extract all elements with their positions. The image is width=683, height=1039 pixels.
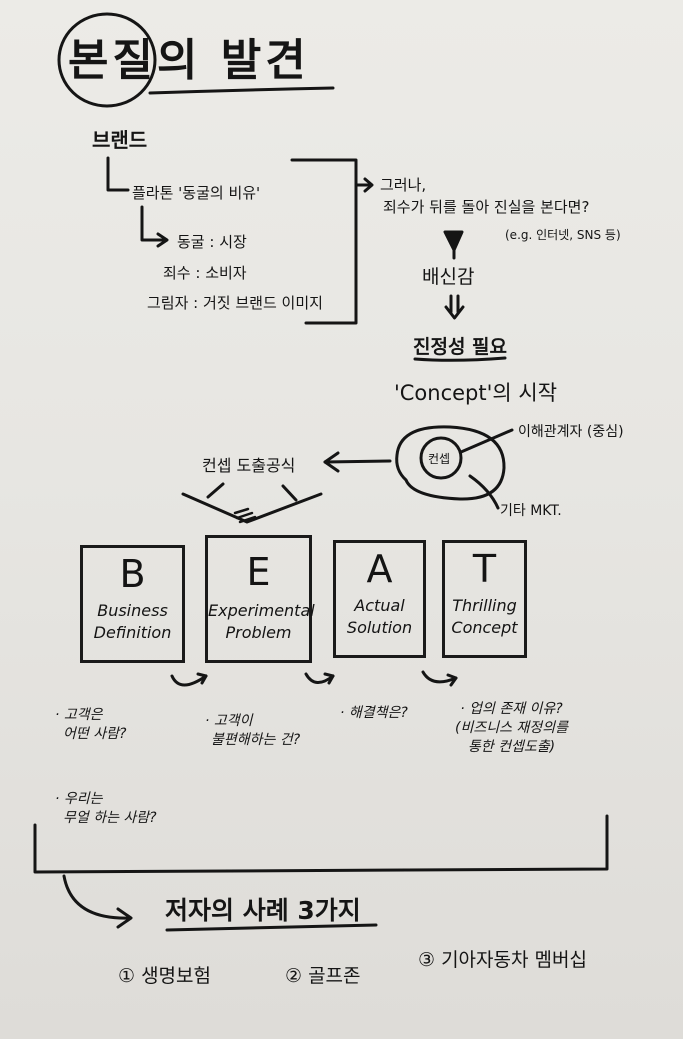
question-e-line1: · 고객이 — [205, 713, 253, 729]
concept-ellipse — [395, 425, 506, 501]
examples-title: 저자의 사례 3가지 — [165, 896, 361, 925]
betrayal-label: 배신감 — [422, 266, 475, 288]
double-arrow — [444, 294, 465, 320]
formula-chevron — [181, 492, 323, 524]
stakeholders-label: 이해관계자 (중심) — [518, 424, 624, 440]
examples-arrow — [62, 874, 132, 920]
beat-t-line2: Concept — [451, 617, 518, 637]
beat-letter-a: A — [366, 547, 393, 591]
question-e: · 고객이 불편해하는 건? — [205, 712, 300, 750]
example-1: ① 생명보험 — [118, 965, 211, 987]
turn-question: 죄수가 뒤를 돌아 진실을 본다면? — [383, 198, 590, 216]
other-mkt-label: 기타 MKT. — [500, 503, 562, 519]
down-arrow-1 — [443, 230, 464, 252]
beat-t-line1: Thrilling — [452, 596, 517, 615]
brand-label: 브랜드 — [92, 128, 148, 152]
beat-letter-e: E — [246, 550, 271, 594]
right-bracket — [290, 158, 358, 325]
authenticity-label: 진정성 필요 — [413, 336, 508, 358]
question-t-line2: (비즈니스 재정의를 — [455, 719, 568, 736]
example-3: ③ 기아자동차 멤버십 — [418, 949, 587, 971]
beat-b-line1: Business — [97, 601, 168, 620]
question-a: · 해결책은? — [340, 705, 408, 721]
beat-a-line1: Actual — [354, 596, 405, 615]
concept-start-label: 'Concept'의 시작 — [394, 381, 558, 405]
question-b1-line2: 어떤 사람? — [63, 725, 127, 742]
big-bracket — [33, 814, 609, 874]
question-b2: · 우리는 무얼 하는 사람? — [55, 790, 157, 828]
question-t-line3: 통한 컨셉도출) — [467, 738, 556, 755]
however-label: 그러나, — [380, 176, 427, 194]
question-b2-line2: 무얼 하는 사람? — [63, 809, 157, 826]
example-note: (e.g. 인터넷, SNS 등) — [505, 228, 621, 242]
arrow-left — [323, 459, 392, 464]
title-underline — [148, 86, 335, 95]
question-t: · 업의 존재 이유? (비즈니스 재정의를 통한 컨셉도출) — [455, 700, 568, 757]
question-b1: · 고객은 어떤 사람? — [55, 706, 126, 744]
question-b1-line1: · 고객은 — [55, 707, 103, 723]
tree-items-line — [140, 205, 167, 242]
beat-e-line1: Experimental — [208, 601, 315, 620]
plato-label: 플라톤 '동굴의 비유' — [132, 184, 261, 202]
cave-item-1: 동굴 : 시장 — [177, 233, 247, 251]
question-t-line1: · 업의 존재 이유? — [460, 701, 563, 717]
beat-a-line2: Solution — [346, 617, 413, 637]
cave-item-3: 그림자 : 거짓 브랜드 이미지 — [147, 294, 323, 312]
concept-core-label: 컨셉 — [428, 452, 451, 466]
example-2: ② 골프존 — [285, 965, 361, 987]
beat-b-line2: Definition — [93, 622, 172, 642]
cave-item-2: 죄수 : 소비자 — [163, 264, 247, 282]
formula-label: 컨셉 도출공식 — [202, 456, 296, 475]
question-b2-line1: · 우리는 — [55, 791, 103, 807]
beat-e-line2: Problem — [225, 622, 292, 642]
question-e-line2: 불편해하는 건? — [211, 731, 301, 748]
concept-core-circle — [419, 436, 463, 480]
beat-letter-t: T — [472, 547, 497, 591]
title-circle — [57, 12, 157, 108]
beat-letter-b: B — [119, 552, 146, 596]
page-title: 본질의 발견 — [68, 35, 310, 86]
tree-brand-line — [106, 156, 130, 192]
